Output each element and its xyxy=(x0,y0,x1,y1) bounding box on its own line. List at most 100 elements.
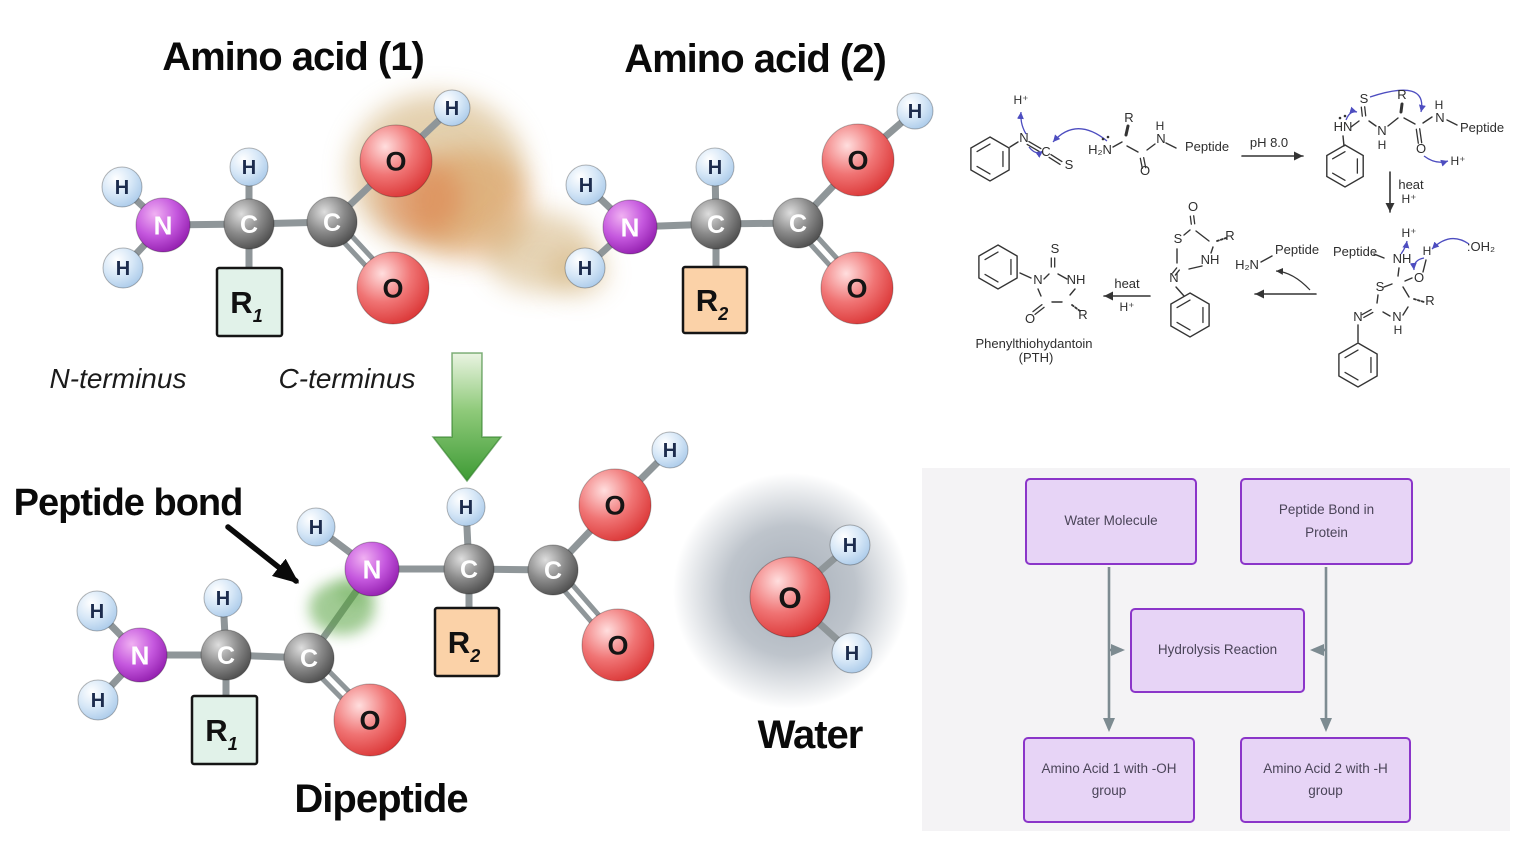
atom-letter: H xyxy=(579,175,593,197)
mechanism-label: (PTH) xyxy=(1019,350,1054,365)
atom-H xyxy=(695,147,735,187)
benzene-ring xyxy=(970,136,1010,182)
lone-pair-dot xyxy=(1343,114,1347,118)
mechanism-label: O xyxy=(1025,311,1035,326)
atom-letter: H xyxy=(115,177,129,199)
mechanism-label: C xyxy=(1041,144,1050,159)
atom-letter: C xyxy=(300,645,318,673)
atom-H xyxy=(564,247,606,289)
atom-N xyxy=(135,197,191,253)
mechanism-label: H⁺ xyxy=(1402,226,1417,240)
mechanism-label: heat xyxy=(1114,276,1140,291)
atom-letter: N xyxy=(131,640,150,670)
mechanism-label: N xyxy=(1033,272,1042,287)
mechanism-label: NH xyxy=(1201,252,1220,267)
mechanism-label: H xyxy=(1435,98,1444,112)
mechanism-label: Peptide xyxy=(1333,244,1377,259)
atom-letter: C xyxy=(460,556,478,584)
atom-H xyxy=(896,92,934,130)
reaction-down-arrow xyxy=(431,352,503,483)
n-terminus-label: N-terminus xyxy=(49,363,187,394)
atom-letter: H xyxy=(845,643,859,665)
atom-letter: O xyxy=(604,491,625,521)
mechanism-label: H⁺ xyxy=(1451,154,1466,168)
atom-H xyxy=(102,247,144,289)
atom-letter: C xyxy=(707,211,725,239)
lone-pair-dot xyxy=(1106,135,1110,139)
atom-O xyxy=(578,468,652,542)
atom-letter: N xyxy=(363,554,382,584)
atom-letter: O xyxy=(385,147,406,177)
atom-letter: H xyxy=(459,497,473,519)
flow-node-amino-acid-1-with-oh-group: Amino Acid 1 with -OH group xyxy=(1023,737,1195,823)
mechanism-label: O xyxy=(1140,163,1150,178)
mechanism-label: Peptide xyxy=(1460,120,1504,135)
atom-H xyxy=(77,679,119,721)
mechanism-label: H xyxy=(1394,323,1403,337)
atom-letter: N xyxy=(621,212,640,242)
amino-acid-2-title: Amino acid (2) xyxy=(624,37,887,81)
electron-pushing-arrow xyxy=(1409,257,1425,271)
atom-letter: H xyxy=(908,101,922,123)
atom-C xyxy=(772,197,824,249)
atom-C xyxy=(306,196,358,248)
mechanism-label: R xyxy=(1425,293,1434,308)
r-group-box xyxy=(433,606,501,678)
electron-pushing-arrow xyxy=(1369,89,1426,113)
mechanism-label: pH 8.0 xyxy=(1250,135,1288,150)
amino-acid-1-title: Amino acid (1) xyxy=(162,35,425,79)
r-group-box xyxy=(190,694,259,766)
atom-C xyxy=(443,543,495,595)
flow-node-water-molecule: Water Molecule xyxy=(1025,478,1197,565)
mechanism-label: H xyxy=(1378,138,1387,152)
mechanism-label: O xyxy=(1416,141,1426,156)
atom-letter: H xyxy=(663,440,677,462)
atom-letter: O xyxy=(359,706,380,736)
atom-N xyxy=(344,541,400,597)
mechanism-label: N xyxy=(1156,131,1165,146)
electron-pushing-arrow xyxy=(1028,146,1044,158)
atom-O xyxy=(356,251,430,325)
atom-O xyxy=(359,124,433,198)
mechanism-label: N xyxy=(1377,123,1386,138)
electron-pushing-arrow xyxy=(1016,111,1027,135)
mechanism-label: Phenylthiohydantoin xyxy=(975,336,1092,351)
peptide-bond-pointer-arrow xyxy=(225,524,300,584)
benzene-ring xyxy=(978,244,1018,290)
atom-C xyxy=(223,198,275,250)
atom-N xyxy=(602,199,658,255)
atom-letter: C xyxy=(544,557,562,585)
benzene-ring xyxy=(1326,144,1364,188)
mechanism-label: N xyxy=(1353,309,1362,324)
flow-node-hydrolysis-reaction: Hydrolysis Reaction xyxy=(1130,608,1305,693)
mechanism-label: O xyxy=(1188,199,1198,214)
mechanism-label: R xyxy=(1124,110,1133,125)
mechanism-label: NH xyxy=(1067,272,1086,287)
mechanism-label: S xyxy=(1376,279,1385,294)
atom-N xyxy=(112,627,168,683)
atom-O xyxy=(749,556,831,638)
atom-letter: N xyxy=(154,210,173,240)
lone-pair-dot xyxy=(1101,137,1105,141)
mechanism-label: H₂N xyxy=(1235,257,1259,272)
atom-H xyxy=(829,524,871,566)
mechanism-label: heat xyxy=(1398,177,1424,192)
atom-H xyxy=(229,147,269,187)
atom-H xyxy=(446,487,486,527)
electron-pushing-arrow xyxy=(1431,237,1470,250)
atom-letter: H xyxy=(216,588,230,610)
peptide-bond-label: Peptide bond xyxy=(13,482,244,524)
mechanism-label: H⁺ xyxy=(1402,192,1417,206)
r-group-box xyxy=(681,265,749,335)
mechanism-label: N xyxy=(1392,309,1401,324)
atom-letter: O xyxy=(607,631,628,661)
atom-letter: O xyxy=(846,274,867,304)
mechanism-label: S xyxy=(1174,231,1183,246)
atom-H xyxy=(203,578,243,618)
atom-letter: O xyxy=(847,146,868,176)
atom-O xyxy=(333,683,407,757)
